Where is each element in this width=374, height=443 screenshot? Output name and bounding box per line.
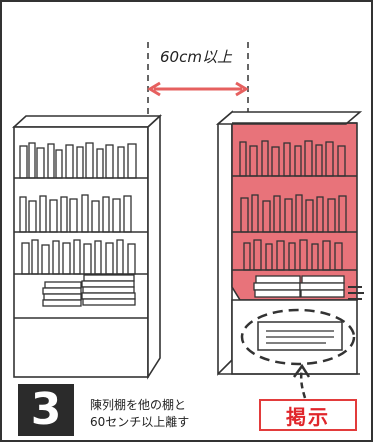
left-books-row-3 [21,239,136,275]
left-books-row-2 [19,194,132,233]
right-books-row-2 [240,194,347,233]
pointer-arrow [299,367,307,399]
right-magazine-stack [253,275,345,298]
right-books-row-3 [243,239,343,271]
dimension-label: 60cm以上 [160,48,233,66]
notice-label: 掲示 [286,404,330,429]
notice-label-box: 掲示 [259,399,357,431]
step-caption: 陳列棚を他の棚と 60センチ以上離す [90,397,240,431]
right-shelf [215,110,364,376]
step-number-box: 3 [18,384,74,436]
right-books-row-1 [239,140,346,177]
left-books-row-1 [19,142,137,179]
caption-line-1: 陳列棚を他の棚と [90,398,187,412]
step-number: 3 [30,384,62,435]
left-shelf [11,114,163,380]
caption-line-2: 60センチ以上離す [90,415,190,429]
shelf-notice-sign [257,321,343,351]
highlight-ellipse [240,308,356,366]
dimension-indicator: 60cm以上 [147,42,249,120]
left-magazine-stack [42,274,136,307]
